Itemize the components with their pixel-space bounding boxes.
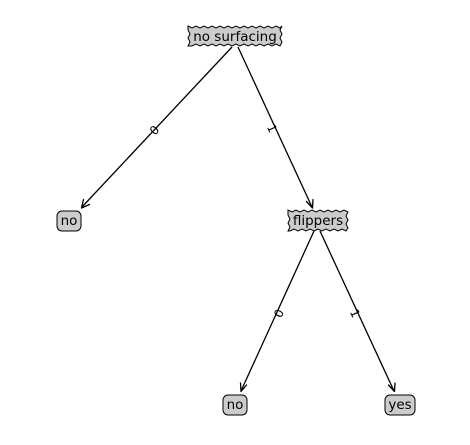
leaf-node-label: no <box>227 397 244 413</box>
leaf-node-box <box>384 394 416 416</box>
leaf-node-box <box>56 210 82 232</box>
edge-root-to-flippers <box>237 46 314 209</box>
leaf-node-label: yes <box>388 397 411 413</box>
decision-node-box <box>287 209 349 232</box>
edge-root-to-no <box>80 46 233 209</box>
edge-flippers-to-no <box>239 230 315 393</box>
edge-flippers-to-yes <box>319 230 396 393</box>
decision-node-no-surfacing: no surfacing <box>187 25 283 47</box>
decision-node-flippers: flippers <box>287 209 349 232</box>
leaf-node-no: no <box>56 210 82 232</box>
leaf-node-yes: yes <box>384 394 416 416</box>
edge-label-flippers-to-no: 0 <box>271 307 287 320</box>
decision-node-box <box>187 25 283 47</box>
decision-node-label: no surfacing <box>193 29 277 45</box>
leaf-node-box <box>222 394 248 416</box>
leaf-node-label: no <box>61 213 78 229</box>
leaf-node-no: no <box>222 394 248 416</box>
decision-node-label: flippers <box>293 213 343 229</box>
